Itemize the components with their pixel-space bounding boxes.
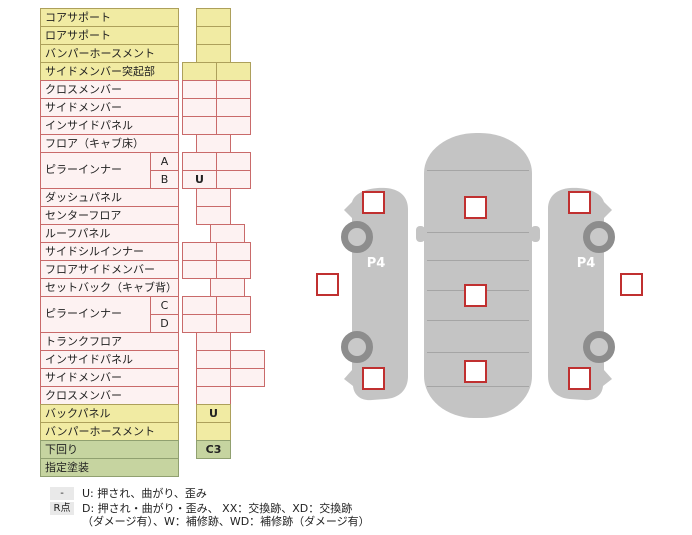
part-label: サイドメンバー突起部 — [40, 62, 179, 81]
damage-marker-square[interactable] — [464, 284, 487, 307]
wheel-circle — [341, 221, 373, 253]
damage-cell[interactable]: C3 — [196, 440, 231, 459]
legend-row: -U: 押され、曲がり、歪み — [50, 487, 480, 500]
car-segment-line — [427, 320, 529, 321]
damage-marker-square[interactable] — [362, 367, 385, 390]
car-mirror — [416, 226, 425, 242]
part-label: クロスメンバー — [40, 80, 179, 99]
wheel-circle — [583, 331, 615, 363]
p4-marker-label[interactable]: P4 — [366, 256, 386, 271]
damage-marker-square[interactable] — [620, 273, 643, 296]
legend-text-line: U: 押され、曲がり、歪み — [82, 487, 207, 500]
legend-badge: - — [50, 487, 74, 500]
legend-row: R点 D: 押され・曲がり・歪み、 XX：交換跡、XD：交換跡（ダメージ有）、W：… — [50, 502, 480, 528]
part-label: インサイドパネル — [40, 350, 179, 369]
legend-text-line: （ダメージ有）、W：補修跡、WD：補修跡（ダメージ有） — [82, 515, 370, 528]
damage-marker-square[interactable] — [362, 191, 385, 214]
car-segment-line — [427, 170, 529, 171]
damage-marker-square[interactable] — [464, 360, 487, 383]
damage-cell[interactable] — [216, 116, 251, 135]
damage-cell[interactable] — [230, 368, 265, 387]
p4-marker-label[interactable]: P4 — [576, 256, 596, 271]
wheel-circle — [583, 221, 615, 253]
legend-text: D: 押され・曲がり・歪み、 XX：交換跡、XD：交換跡（ダメージ有）、W：補修… — [82, 502, 370, 528]
part-label: ピラーインナー — [40, 296, 151, 333]
car-segment-line — [427, 386, 529, 387]
damage-marker-square[interactable] — [464, 196, 487, 219]
part-label: 指定塗装 — [40, 458, 179, 477]
legend-text: U: 押され、曲がり、歪み — [82, 487, 207, 500]
wheel-circle — [341, 331, 373, 363]
part-label: バンパーホースメント — [40, 44, 179, 63]
damage-cell[interactable] — [216, 314, 251, 333]
car-segment-line — [427, 232, 529, 233]
legend: -U: 押され、曲がり、歪み R点 D: 押され・曲がり・歪み、 XX：交換跡、XD… — [50, 487, 480, 530]
damage-cell[interactable] — [216, 170, 251, 189]
damage-marker-square[interactable] — [316, 273, 339, 296]
part-label: ダッシュパネル — [40, 188, 179, 207]
car-segment-line — [427, 352, 529, 353]
part-label: サイドシルインナー — [40, 242, 179, 261]
legend-badge: R点 — [50, 502, 74, 515]
damage-marker-square[interactable] — [568, 367, 591, 390]
legend-text-line: D: 押され・曲がり・歪み、 XX：交換跡、XD：交換跡 — [82, 502, 353, 515]
damage-marker-square[interactable] — [568, 191, 591, 214]
car-mirror — [531, 226, 540, 242]
car-segment-line — [427, 260, 529, 261]
